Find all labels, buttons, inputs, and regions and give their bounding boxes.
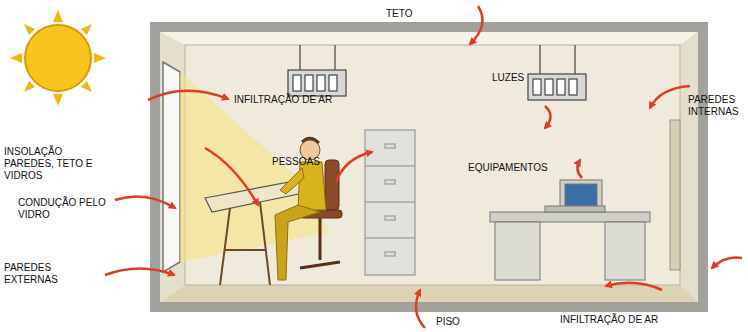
heat-source-label: INFILTRAÇÃO DE AR [234, 94, 364, 106]
heat-source-label: PISO [436, 316, 476, 328]
heat-source-label: PAREDES INTERNAS [688, 94, 744, 118]
heat-source-label: PAREDES EXTERNAS [4, 262, 94, 286]
computer-desk [490, 180, 650, 280]
room-interior [160, 32, 698, 302]
heat-source-label: LUZES [492, 72, 542, 84]
right-wall [680, 32, 698, 302]
file-cabinet [365, 130, 415, 275]
wall-section [150, 22, 708, 312]
drafting-table [205, 180, 308, 285]
heat-arrow [105, 6, 742, 328]
heat-source-label: PESSOAS [272, 156, 332, 168]
heat-source-label: CONDUÇÃO PELO VIDRO [18, 197, 108, 221]
sun [10, 10, 106, 106]
heat-source-label: INFILTRAÇÃO DE AR [560, 314, 690, 326]
heat-source-label: INSOLAÇÃO PAREDES, TETO E VIDROS [4, 146, 100, 182]
heat-source-label: EQUIPAMENTOS [468, 162, 568, 174]
light-fixture [288, 45, 586, 100]
floor [160, 285, 698, 302]
heat-source-label: TETO [386, 8, 446, 20]
ceiling [160, 32, 698, 45]
door [670, 120, 680, 270]
